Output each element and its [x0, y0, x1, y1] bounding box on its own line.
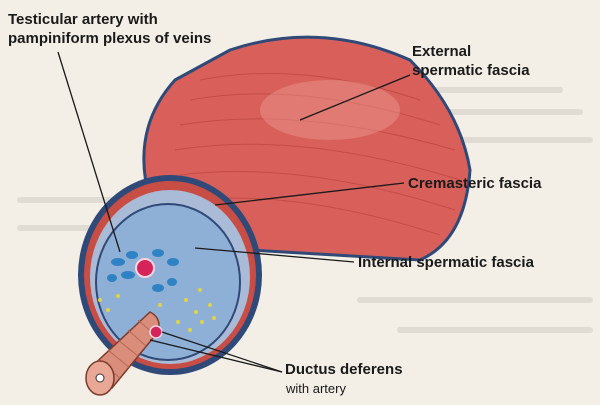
cremasteric-fascia-label: Cremasteric fascia — [408, 175, 542, 192]
testicular-artery — [135, 258, 155, 278]
ductus-deferens — [85, 311, 160, 396]
fat-dots — [98, 288, 216, 332]
ductus-deferens-label: Ductus deferens — [285, 361, 403, 378]
internal-spermatic-fascia-label: Internal spermatic fascia — [358, 254, 534, 271]
testicular-artery-label: Testicular artery with pampiniform plexu… — [8, 11, 212, 47]
external-spermatic-fascia-label: External spermatic fascia — [412, 43, 530, 79]
ductus-deferens-sublabel: with artery — [286, 381, 346, 396]
leader-lines — [57, 51, 411, 373]
pampiniform-plexus-veins — [107, 249, 179, 292]
fascia-highlight — [260, 80, 400, 140]
artery-of-ductus — [149, 325, 163, 339]
